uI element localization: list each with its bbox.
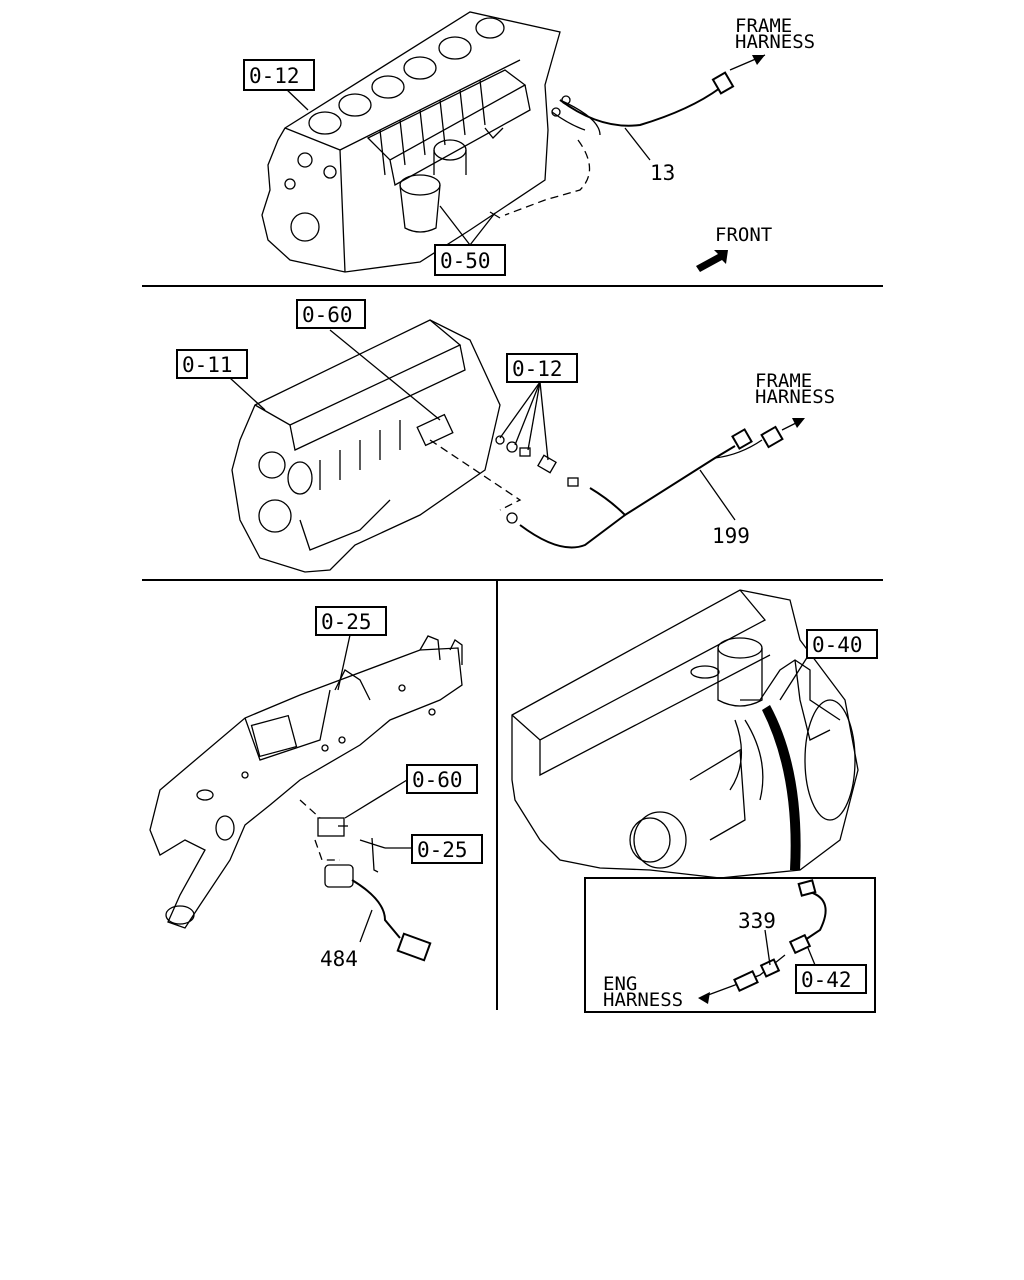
leader-13 xyxy=(624,127,651,161)
frame-harness-label-line1: FRAME xyxy=(735,15,792,37)
leader-339 xyxy=(764,929,771,966)
part-label-13: 13 xyxy=(650,161,675,185)
frame-harness-label-2-line1: FRAME xyxy=(755,370,812,392)
leader-199 xyxy=(699,469,736,521)
part-label-199: 199 xyxy=(712,524,750,548)
ref-box-0-12-switch[interactable] xyxy=(506,353,578,383)
panel-1-engine-top: 0-12 0-50 13 FRAME HARNESS FRONT xyxy=(243,11,815,276)
detail-harness-illustration xyxy=(698,879,827,1004)
intake-manifold-illustration xyxy=(149,635,463,929)
leader-0-42 xyxy=(807,947,816,966)
panel-2-engine-side: 0-60 0-11 0-12 199 FRAME HARNESS xyxy=(176,299,835,573)
eng-harness-label-line1: ENG xyxy=(603,973,637,995)
ref-label-0-11: 0-11 xyxy=(182,353,233,377)
ref-box-0-12[interactable] xyxy=(243,59,315,91)
frame-harness-label-2-line2: HARNESS xyxy=(755,386,835,408)
detail-inset xyxy=(584,877,876,1013)
ref-label-0-50: 0-50 xyxy=(440,249,491,273)
front-label: FRONT xyxy=(715,224,772,246)
ref-label-0-25-bolt: 0-25 xyxy=(417,838,468,862)
harness-13-illustration xyxy=(489,54,766,219)
leader-0-12a xyxy=(499,381,541,439)
eng-harness-label-line2: HARNESS xyxy=(603,989,683,1011)
engine-block-illustration xyxy=(261,11,561,273)
leader-484 xyxy=(359,909,373,943)
frame-harness-label-line2: HARNESS xyxy=(735,31,815,53)
ref-box-0-60[interactable] xyxy=(296,299,366,329)
leader-0-50a xyxy=(439,205,471,246)
engine-block-illustration-2 xyxy=(231,319,501,573)
ref-box-0-25[interactable] xyxy=(315,606,387,636)
leader-0-40 xyxy=(779,655,809,701)
leader-0-11 xyxy=(229,377,266,411)
leader-0-12c xyxy=(527,381,541,451)
ref-box-0-42[interactable] xyxy=(795,964,867,994)
ref-box-0-11[interactable] xyxy=(176,349,248,379)
leader-0-60-sensor xyxy=(344,779,408,819)
panel-dividers xyxy=(142,285,883,1010)
leader-0-50b xyxy=(469,212,496,246)
ref-box-0-50[interactable] xyxy=(434,244,506,276)
ref-label-0-60: 0-60 xyxy=(302,303,353,327)
detail-pointer xyxy=(762,705,801,870)
ref-box-0-25-bolt[interactable] xyxy=(411,834,483,864)
leader-0-12d xyxy=(539,381,549,461)
part-label-339: 339 xyxy=(738,909,776,933)
ref-label-0-25: 0-25 xyxy=(321,610,372,634)
ref-label-0-60-sensor: 0-60 xyxy=(412,768,463,792)
ref-label-0-12-switch: 0-12 xyxy=(512,357,563,381)
leader-0-60 xyxy=(329,329,441,421)
ref-label-0-12: 0-12 xyxy=(249,64,300,88)
engine-rear-illustration xyxy=(511,589,859,879)
leader-0-25-top xyxy=(337,634,351,691)
part-label-484: 484 xyxy=(320,947,358,971)
panel-3-intake-manifold: 0-25 0-60 0-25 484 xyxy=(149,606,483,971)
leader-0-12 xyxy=(284,87,309,111)
leader-0-12b xyxy=(514,381,541,446)
panel-4-engine-rear: 0-40 339 0-42 ENG HARNESS xyxy=(511,589,878,1013)
ref-box-0-40[interactable] xyxy=(806,629,878,659)
ref-label-0-40: 0-40 xyxy=(812,633,863,657)
boost-sensor-illustration xyxy=(299,799,432,962)
harness-199-illustration xyxy=(429,418,805,549)
ref-box-0-60-sensor[interactable] xyxy=(406,764,478,794)
ref-label-0-42: 0-42 xyxy=(801,968,852,992)
front-arrow-icon xyxy=(696,250,728,272)
